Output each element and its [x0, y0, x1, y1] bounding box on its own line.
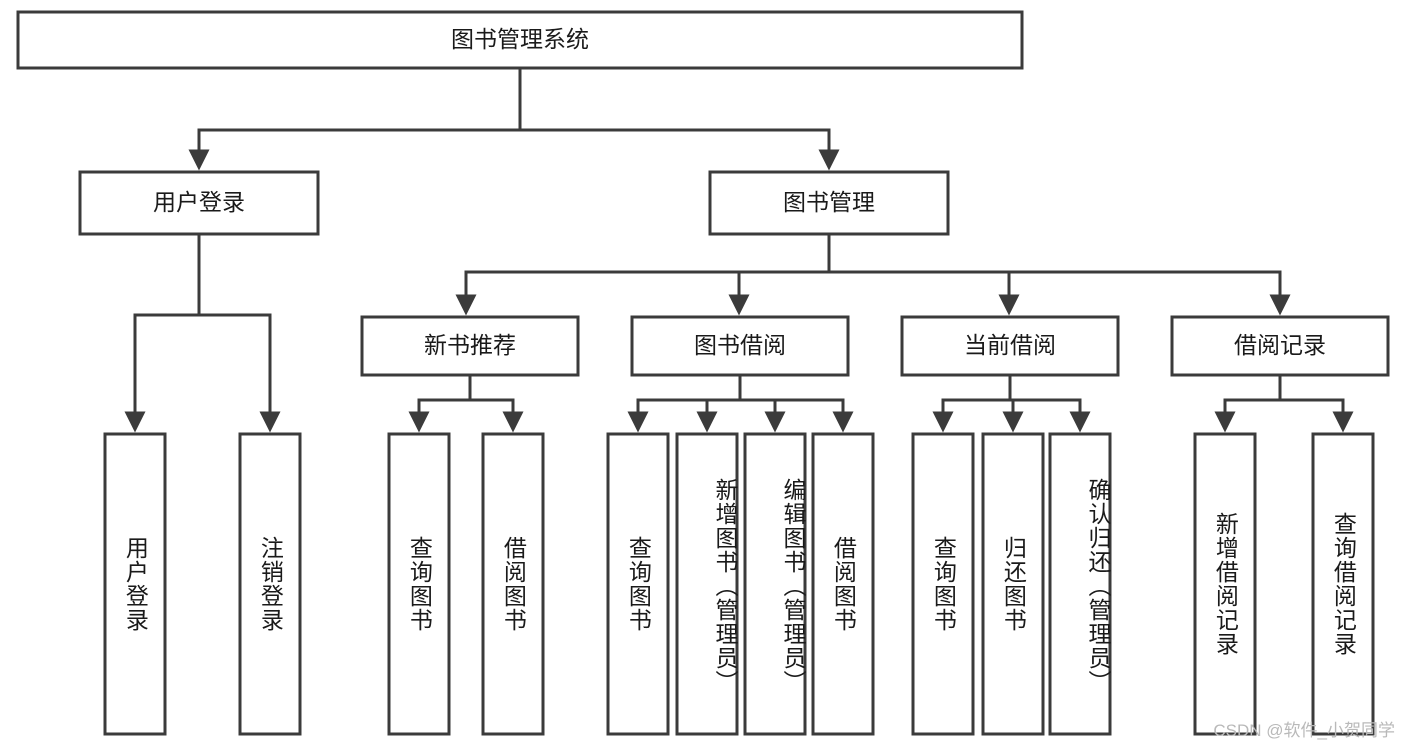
node-book-management-label: 图书管理 — [783, 189, 875, 215]
connector-layer — [124, 66, 1354, 433]
node-book-borrow-label: 图书借阅 — [694, 332, 786, 358]
node-leaf-add-borrow-record-box[interactable] — [1193, 432, 1257, 736]
node-current-borrow-label: 当前借阅 — [964, 332, 1056, 358]
node-leaf-query-book-2-box[interactable] — [606, 432, 670, 736]
node-new-book-recommend[interactable]: 新书推荐 — [360, 315, 580, 377]
node-current-borrow[interactable]: 当前借阅 — [900, 315, 1120, 377]
node-borrow-record[interactable]: 借阅记录 — [1170, 315, 1390, 377]
node-leaf-logout-box[interactable] — [238, 432, 302, 736]
node-leaf-add-book-admin-box[interactable] — [675, 432, 739, 736]
node-leaf-query-book-1-box[interactable] — [387, 432, 451, 736]
node-borrow-record-label: 借阅记录 — [1234, 332, 1326, 358]
node-leaf-return-book-box[interactable] — [981, 432, 1045, 736]
node-leaf-query-book-3-box[interactable] — [911, 432, 975, 736]
node-borrow-record-box[interactable] — [1170, 315, 1390, 377]
node-current-borrow-box[interactable] — [900, 315, 1120, 377]
node-leaf-borrow-book-1-box[interactable] — [481, 432, 545, 736]
node-root[interactable]: 图书管理系统 — [16, 10, 1024, 70]
node-book-borrow-box[interactable] — [630, 315, 850, 377]
node-user-login[interactable]: 用户登录 — [78, 170, 320, 236]
node-user-login-box[interactable] — [78, 170, 320, 236]
node-book-management[interactable]: 图书管理 — [708, 170, 950, 236]
node-book-borrow[interactable]: 图书借阅 — [630, 315, 850, 377]
node-user-login-label: 用户登录 — [153, 189, 245, 215]
node-new-book-recommend-box[interactable] — [360, 315, 580, 377]
node-new-book-recommend-label: 新书推荐 — [424, 332, 516, 358]
node-leaf-user-login-box[interactable] — [103, 432, 167, 736]
node-leaf-confirm-return-admin-box[interactable] — [1048, 432, 1112, 736]
node-book-management-box[interactable] — [708, 170, 950, 236]
csdn-watermark: CSDN @软件_小贺同学 — [1213, 721, 1395, 740]
node-leaf-edit-book-admin-box[interactable] — [743, 432, 807, 736]
node-layer: 图书管理系统 用户登录 图书管理 新书推荐 图书借阅 当前 — [16, 10, 1390, 736]
node-root-box[interactable] — [16, 10, 1024, 70]
node-leaf-query-borrow-record-box[interactable] — [1311, 432, 1375, 736]
node-root-label: 图书管理系统 — [451, 26, 589, 52]
node-leaf-borrow-book-2-box[interactable] — [811, 432, 875, 736]
